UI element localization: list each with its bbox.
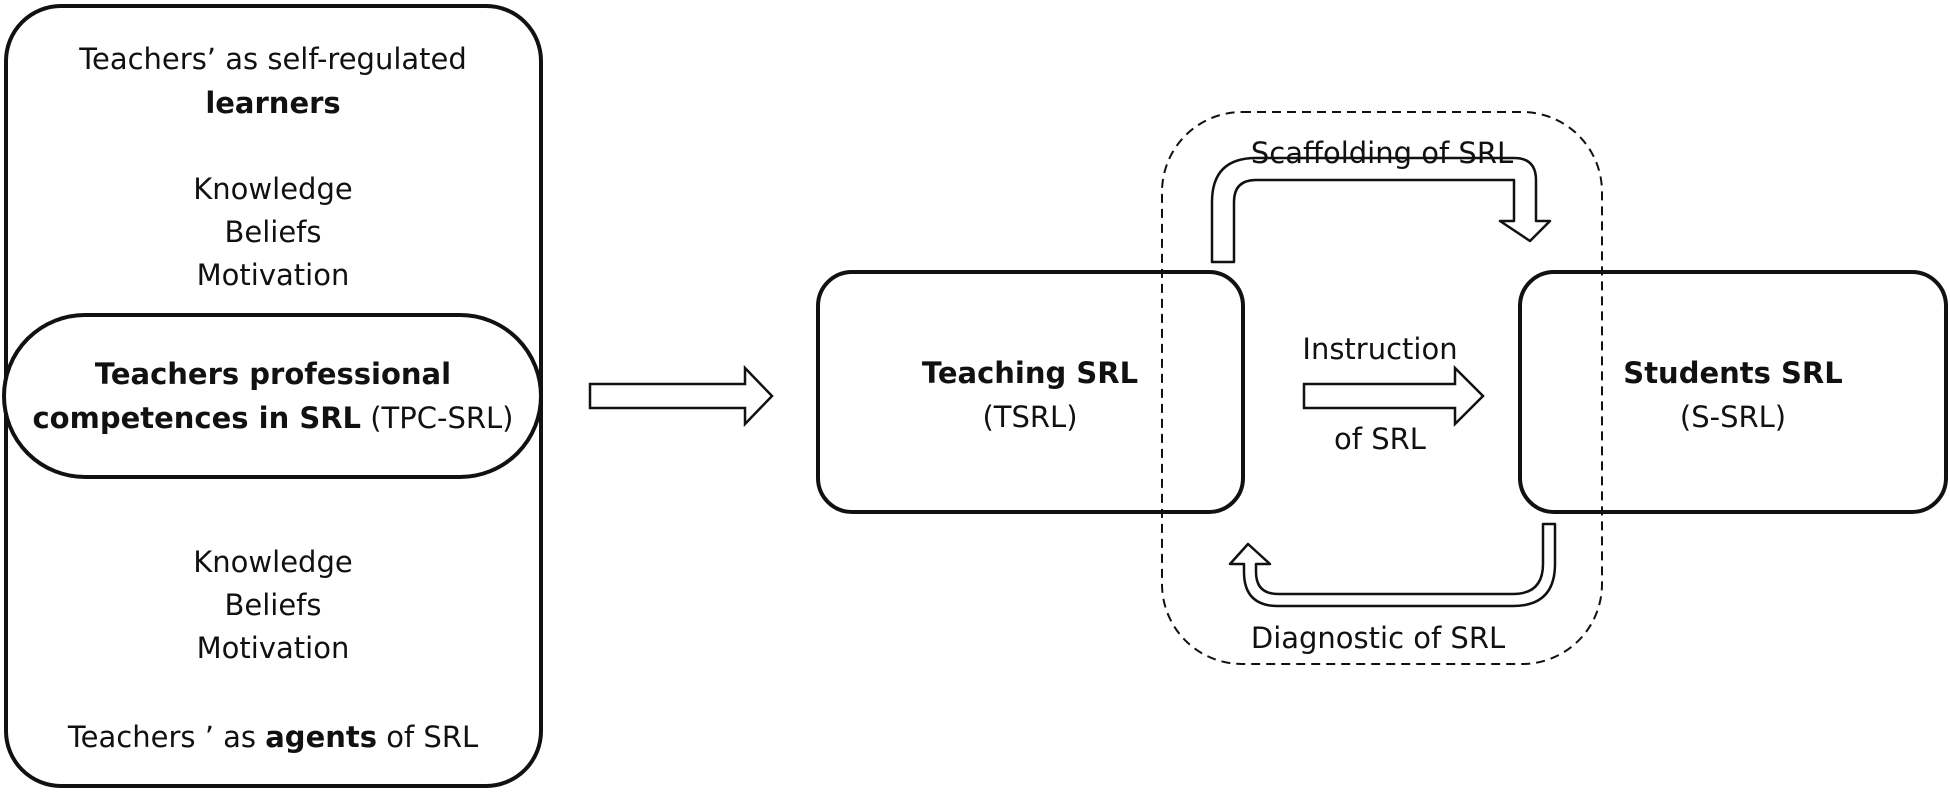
top-factor-beliefs: Beliefs [224,215,322,249]
dashed-process-frame [1161,111,1603,665]
main-hollow-arrow [588,364,774,428]
teaching-srl-box [816,270,1245,514]
teaching-srl-abbrev: (TSRL) [982,400,1078,434]
tpc-srl-title-line2: competences in SRL (TPC-SRL) [32,397,513,440]
learners-caption-bold: learners [205,86,341,120]
agents-suffix: of SRL [386,720,479,754]
teaching-srl-title: Teaching SRL [921,356,1139,390]
top-factor-motivation: Motivation [196,258,350,292]
diagnostic-arrow [1228,522,1557,608]
instruction-label-line2: of SRL [1334,422,1426,456]
diagnostic-label: Diagnostic of SRL [1250,621,1506,655]
agents-bold: agents [265,720,378,754]
instruction-arrow [1302,364,1485,428]
scaffolding-label: Scaffolding of SRL [1250,136,1514,170]
tpc-srl-abbrev: (TPC-SRL) [370,401,514,435]
students-srl-box [1518,270,1948,514]
tpc-srl-title-bold: competences in SRL [32,401,362,435]
agents-prefix: Teachers ’ as [67,720,257,754]
students-srl-abbrev: (S-SRL) [1679,400,1787,434]
top-factor-knowledge: Knowledge [193,172,353,206]
instruction-label-line1: Instruction [1302,332,1458,366]
bottom-factor-knowledge: Knowledge [193,545,353,579]
bottom-factor-motivation: Motivation [196,631,350,665]
tpc-srl-title-line1: Teachers professional [94,357,452,391]
students-srl-title: Students SRL [1623,356,1843,390]
bottom-factor-beliefs: Beliefs [224,588,322,622]
scaffolding-arrow [1210,156,1552,264]
agents-caption: Teachers ’ as agents of SRL [68,716,478,759]
tpc-srl-stadium [2,313,543,479]
learners-caption-line1: Teachers’ as self-regulated [79,42,467,76]
